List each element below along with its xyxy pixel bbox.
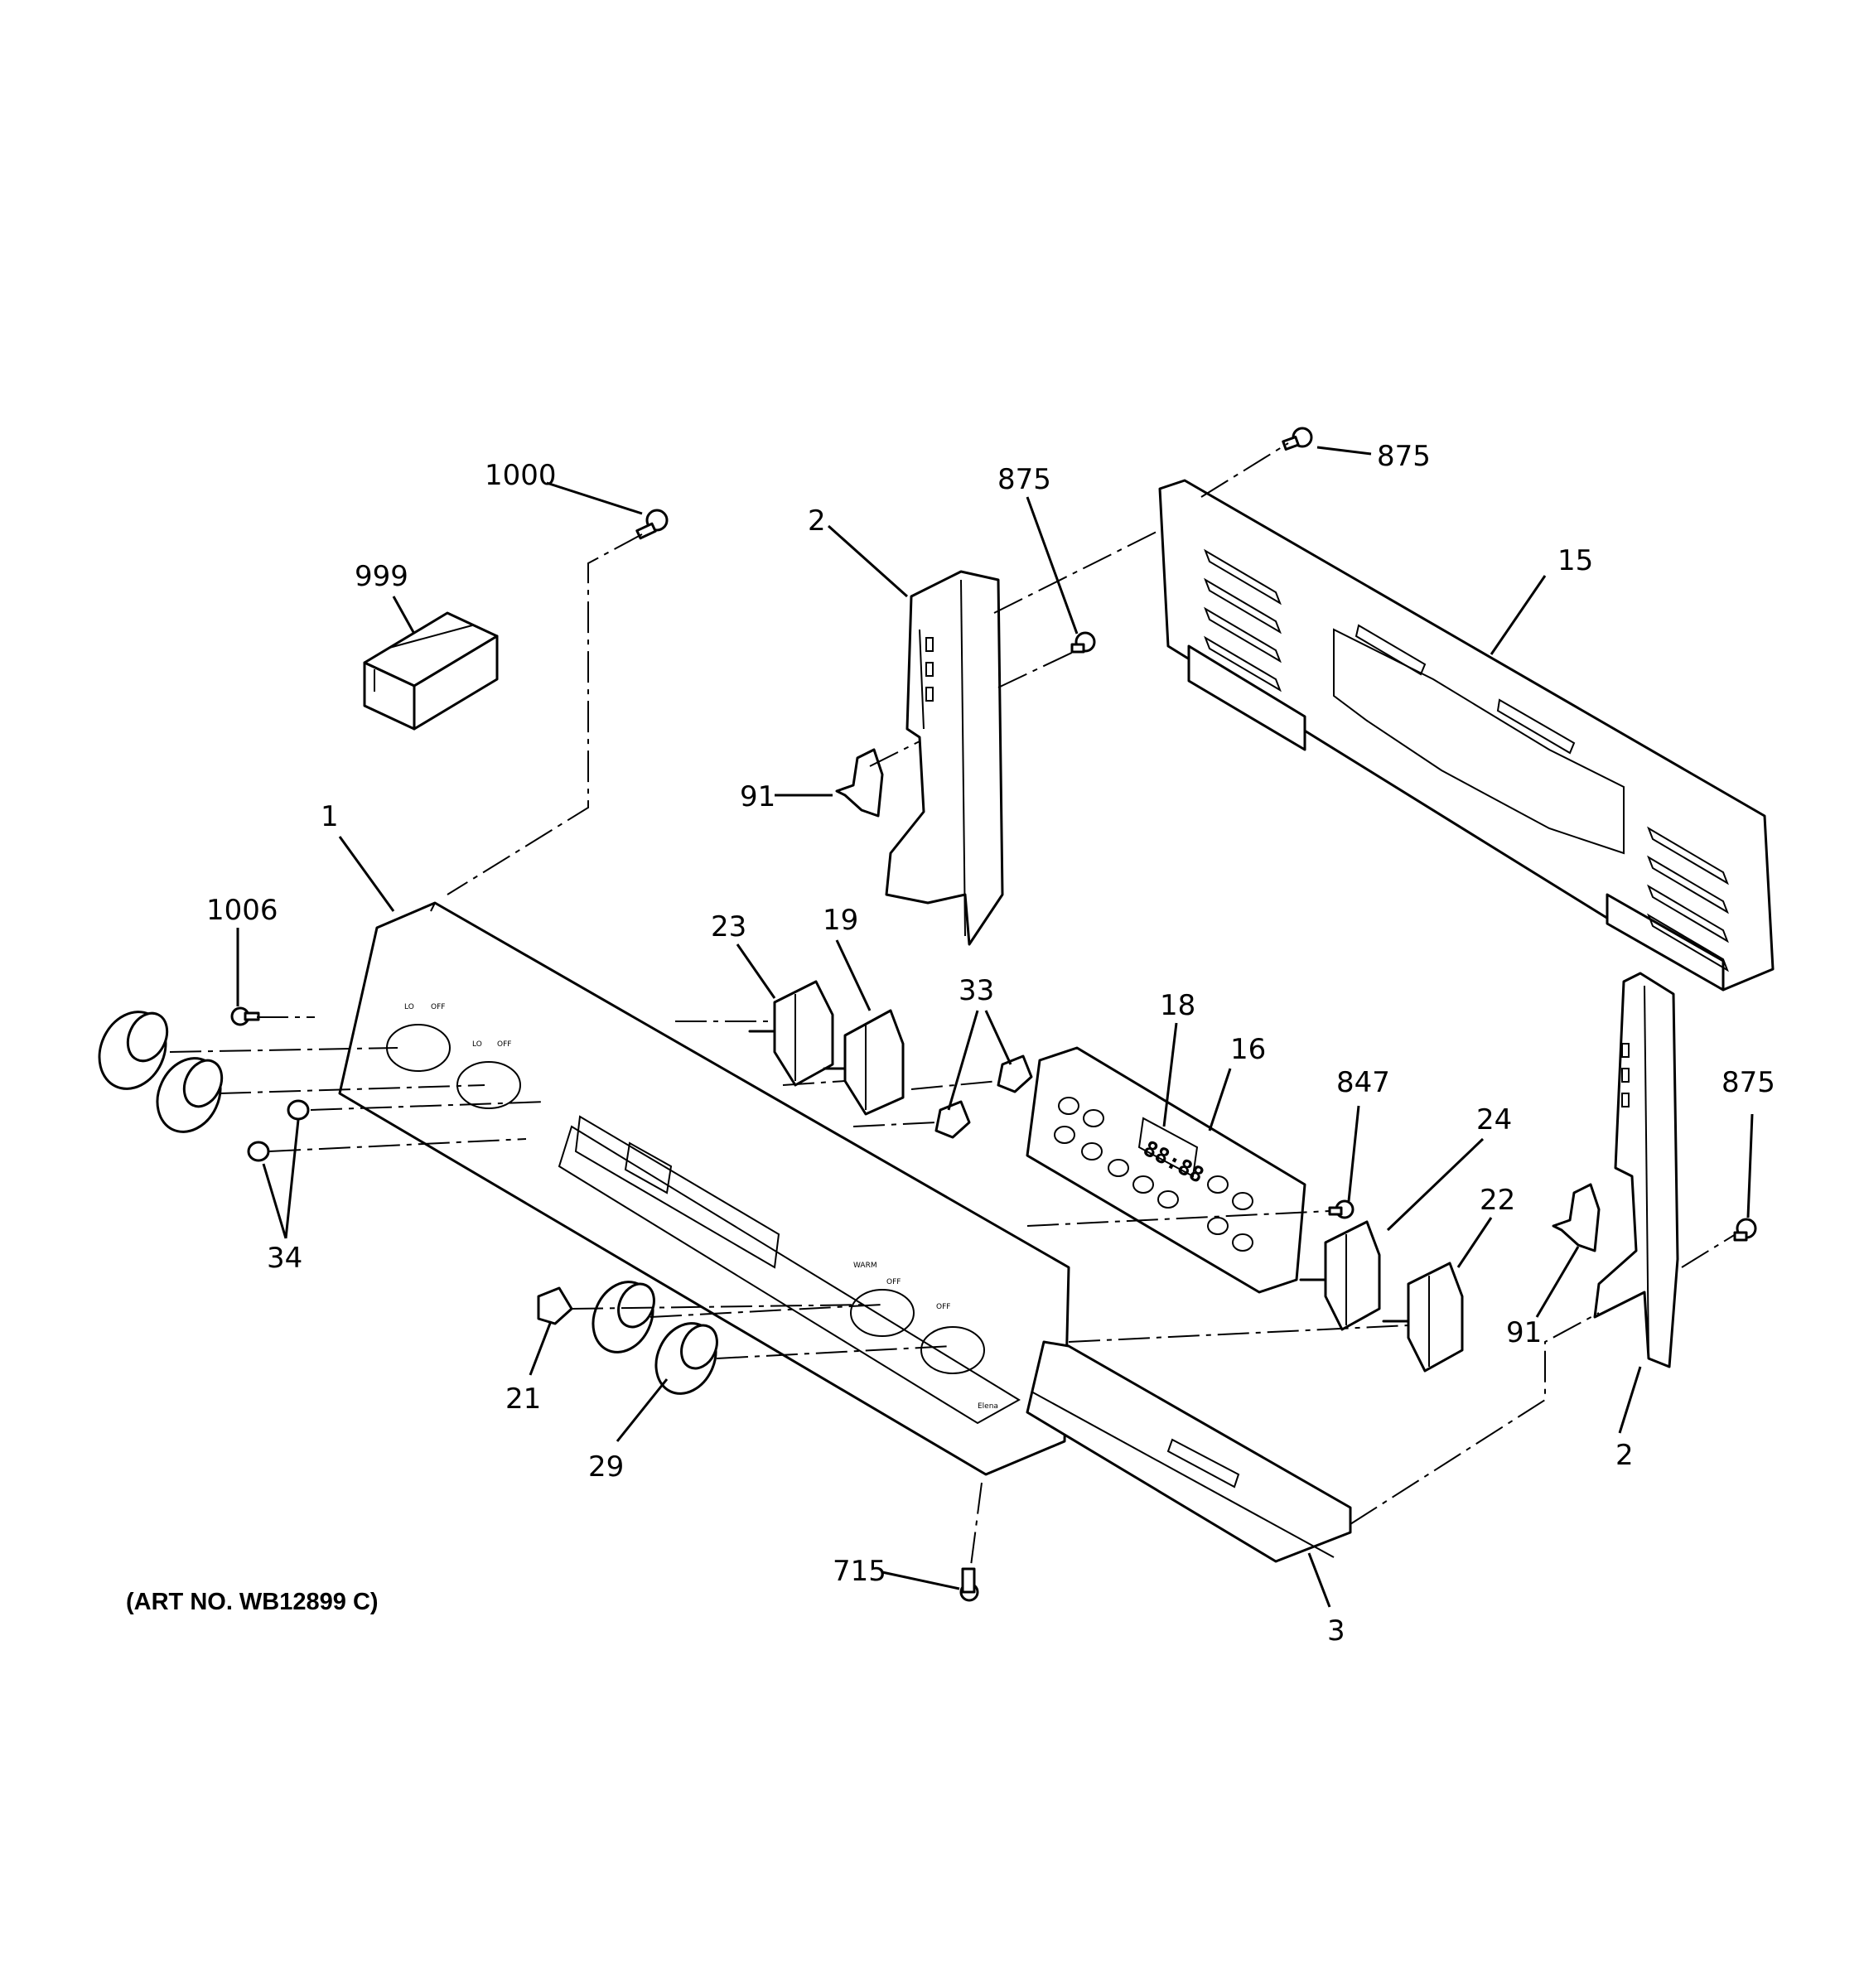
callout-19: 19: [823, 904, 858, 937]
part-875-screw-top-mid: [1070, 631, 1096, 654]
callout-875-right: 875: [1722, 1066, 1775, 1099]
knob-left-front: [156, 1057, 224, 1133]
part-22-switch: [1382, 1262, 1464, 1373]
panel-dial-faces: [386, 1024, 985, 1374]
callout-18: 18: [1160, 989, 1195, 1022]
callout-2-left: 2: [808, 504, 826, 538]
part-34-indicator-lights: [247, 1099, 310, 1162]
part-847-screw: [1328, 1199, 1355, 1219]
art-number-label: (ART NO. WB12899 C): [126, 1589, 379, 1615]
leader-lines: [236, 446, 1754, 1608]
callout-21: 21: [505, 1382, 541, 1416]
part-999-box: [363, 611, 499, 731]
callout-24: 24: [1476, 1103, 1512, 1136]
part-1006-screw: [230, 1006, 260, 1026]
svg-text:LO: LO: [404, 1003, 414, 1011]
part-2-right-bracket: [1593, 972, 1679, 1368]
callout-1006: 1006: [206, 894, 278, 927]
knob-right-upper: [592, 1281, 655, 1353]
callout-3: 3: [1327, 1614, 1345, 1648]
callout-999: 999: [355, 560, 408, 593]
callout-23: 23: [711, 910, 746, 943]
vent-slots-right: [1647, 826, 1729, 972]
part-21-switch: [537, 1286, 573, 1325]
callout-91-right: 91: [1506, 1316, 1542, 1349]
part-91-right-clip: [1552, 1183, 1601, 1252]
callout-91-left: 91: [740, 780, 775, 813]
vent-slots-left: [1204, 548, 1282, 692]
svg-text:WARM: WARM: [853, 1262, 877, 1270]
part-23-switch: [748, 980, 834, 1087]
panel-printed-labels: LO OFF LO OFF WARM OFF OFF Elena: [404, 1003, 998, 1411]
svg-text:OFF: OFF: [497, 1040, 511, 1049]
part-15-rear-panel: [1158, 479, 1775, 992]
callout-15: 15: [1557, 544, 1593, 577]
part-33-rocker-switches: [934, 1054, 1033, 1139]
callout-847: 847: [1336, 1066, 1390, 1099]
callout-715: 715: [833, 1555, 886, 1588]
callout-875-top-right: 875: [1377, 440, 1431, 473]
callout-22: 22: [1480, 1184, 1515, 1217]
callout-34: 34: [267, 1242, 302, 1275]
callout-16: 16: [1230, 1033, 1266, 1066]
part-19-switch: [823, 1009, 905, 1116]
part-875-screw-right: [1733, 1218, 1757, 1242]
callout-1000: 1000: [485, 459, 557, 492]
control-board-keys: [1054, 1097, 1253, 1252]
callout-1: 1: [321, 800, 339, 833]
svg-text:LO: LO: [472, 1040, 482, 1049]
svg-text:OFF: OFF: [431, 1003, 445, 1011]
callout-29: 29: [588, 1450, 624, 1484]
part-1-control-panel: LO OFF LO OFF WARM OFF OFF Elena: [338, 901, 1070, 1476]
callout-2-right: 2: [1615, 1439, 1634, 1472]
part-2-left-bracket: [885, 570, 1004, 946]
part-715-screw: [959, 1567, 979, 1602]
knob-left-rear: [98, 1011, 169, 1090]
part-3-trim-strip: [1026, 1340, 1352, 1563]
knob-right-lower: [654, 1322, 718, 1395]
svg-text:Elena: Elena: [978, 1402, 998, 1411]
svg-text:OFF: OFF: [886, 1278, 901, 1286]
part-875-screw-top-right: [1282, 427, 1313, 451]
part-24-switch: [1299, 1220, 1381, 1331]
part-91-left-clip: [835, 748, 884, 818]
callout-labels: 1000 999 2 875 875 15 91 1 1006 23 19 33…: [206, 440, 1775, 1648]
assembly-lines: [169, 442, 1736, 1566]
callout-33: 33: [959, 974, 994, 1007]
svg-text:OFF: OFF: [936, 1303, 950, 1311]
part-16-control-board: 88:88: [1026, 1046, 1306, 1294]
callout-875-top-mid: 875: [997, 463, 1051, 496]
